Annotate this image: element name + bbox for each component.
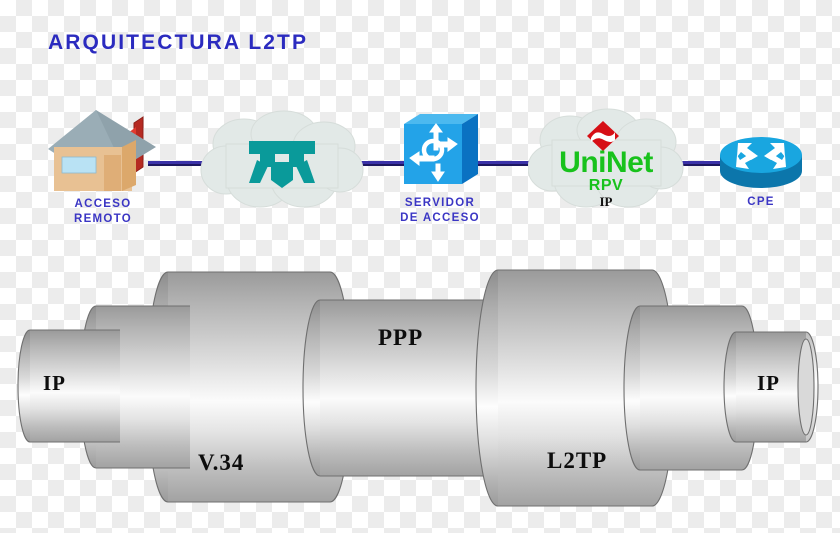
- cloud-phone-icon: [200, 110, 364, 208]
- switch-icon: [404, 114, 478, 184]
- cylinder-label-l2tp: L2TP: [547, 448, 608, 473]
- uninet-logo-icon: [587, 121, 619, 151]
- node-label-servidor-acceso: SERVIDOR DE ACCESO: [400, 197, 480, 224]
- telephone-glyph: [249, 141, 315, 188]
- router-icon: [720, 137, 802, 188]
- uninet-protocol-text: IP: [599, 194, 613, 209]
- house-icon: [48, 110, 156, 191]
- cylinder-ppp: [302, 299, 500, 477]
- uninet-service-text: RPV: [588, 177, 624, 194]
- node-label-acceso-remoto: ACCESO REMOTO: [73, 198, 133, 225]
- cylinder-ip-right: [723, 331, 819, 443]
- cylinder-label-ip-right: IP: [757, 371, 780, 395]
- uninet-brand-text: UniNet: [559, 146, 653, 179]
- node-cpe[interactable]: CPE: [718, 133, 802, 208]
- page-title: ARQUITECTURA L2TP: [48, 31, 309, 54]
- node-uninet-cloud[interactable]: UniNet RPV IP: [528, 108, 684, 210]
- link-acceso-to-pstn: [148, 161, 216, 166]
- protocol-stack-svg: [17, 269, 819, 507]
- node-servidor-acceso[interactable]: SERVIDOR DE ACCESO: [400, 112, 479, 224]
- protocol-stack-diagram: IP V.34 PPP L2TP IP: [0, 240, 840, 533]
- cylinder-label-v34: V.34: [198, 450, 245, 475]
- link-pstn-to-servidor: [352, 161, 408, 166]
- cylinder-label-ip-left: IP: [43, 371, 66, 395]
- node-pstn-cloud[interactable]: [200, 110, 364, 210]
- cylinder-ip-left: [17, 329, 120, 443]
- cloud-uninet-icon: [528, 108, 684, 208]
- node-acceso-remoto[interactable]: ACCESO REMOTO: [48, 105, 158, 225]
- cylinder-label-ppp: PPP: [378, 325, 424, 350]
- link-servidor-to-uninet: [472, 161, 544, 166]
- node-label-cpe: CPE: [747, 196, 775, 208]
- link-uninet-to-cpe: [672, 161, 726, 166]
